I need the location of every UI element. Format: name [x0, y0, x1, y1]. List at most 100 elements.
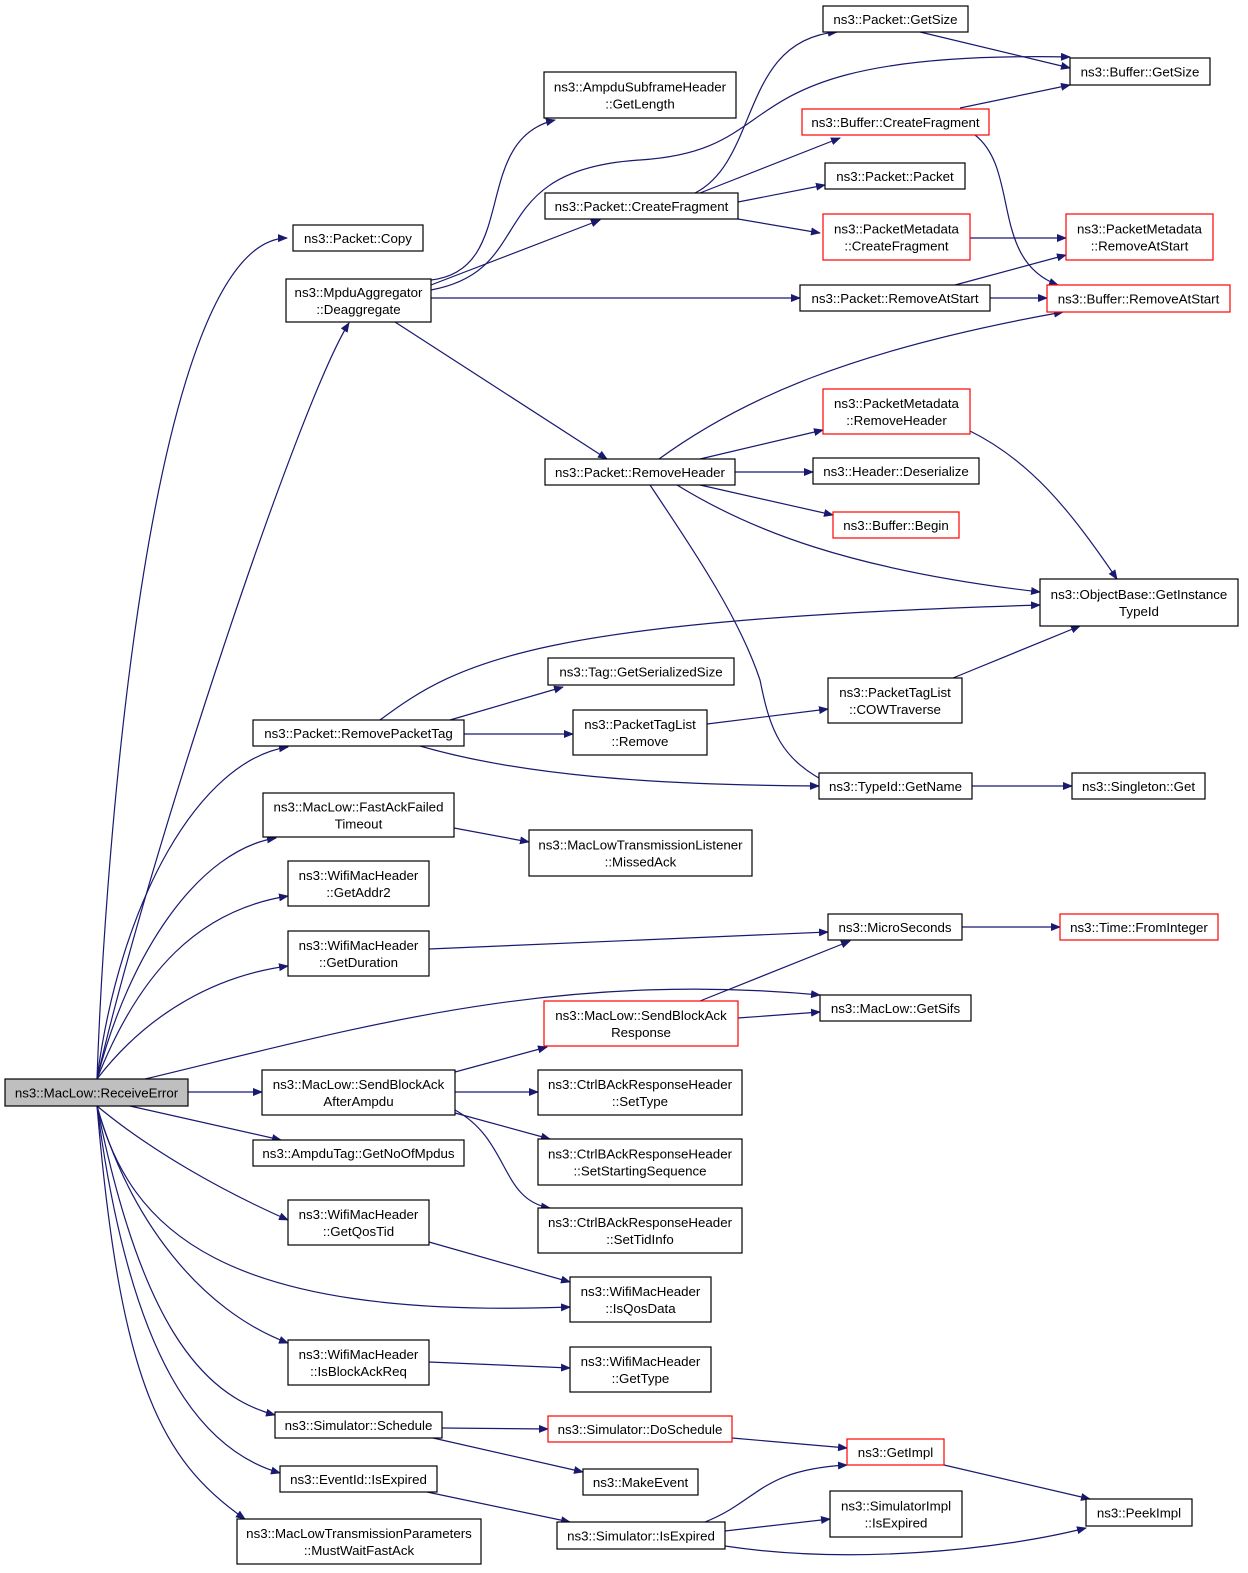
- node-bremoveatstart[interactable]: ns3::Buffer::RemoveAtStart: [1046, 284, 1231, 313]
- node-box[interactable]: [544, 458, 736, 486]
- node-box[interactable]: [528, 829, 753, 877]
- node-box[interactable]: [544, 192, 739, 220]
- node-deagg[interactable]: ns3::MpduAggregator::Deaggregate: [285, 278, 432, 323]
- node-box[interactable]: [827, 677, 963, 724]
- node-box[interactable]: [274, 1411, 443, 1439]
- node-box[interactable]: [818, 772, 973, 800]
- node-box[interactable]: [287, 860, 430, 907]
- node-box[interactable]: [285, 278, 432, 323]
- node-settype[interactable]: ns3::CtrlBAckResponseHeader::SetType: [537, 1069, 743, 1116]
- node-box[interactable]: [252, 719, 465, 747]
- node-box[interactable]: [537, 1069, 743, 1116]
- node-microsec[interactable]: ns3::MicroSeconds: [827, 913, 963, 941]
- node-box[interactable]: [846, 1438, 945, 1466]
- node-box[interactable]: [799, 284, 991, 312]
- node-box[interactable]: [556, 1521, 726, 1550]
- node-box[interactable]: [547, 1415, 733, 1443]
- node-box[interactable]: [292, 224, 424, 252]
- node-getaddr2[interactable]: ns3::WifiMacHeader::GetAddr2: [287, 860, 430, 907]
- node-box[interactable]: [4, 1078, 189, 1107]
- node-box[interactable]: [822, 388, 971, 435]
- node-box[interactable]: [287, 930, 430, 977]
- node-simexp[interactable]: ns3::Simulator::IsExpired: [556, 1521, 726, 1550]
- node-pmcreatefrag[interactable]: ns3::PacketMetadata::CreateFragment: [822, 213, 971, 261]
- node-box[interactable]: [543, 71, 737, 119]
- node-box[interactable]: [822, 213, 971, 261]
- node-box[interactable]: [279, 1465, 438, 1493]
- node-box[interactable]: [832, 511, 960, 539]
- node-peekimpl[interactable]: ns3::PeekImpl: [1085, 1498, 1193, 1527]
- node-bcreatefrag[interactable]: ns3::Buffer::CreateFragment: [801, 108, 990, 136]
- node-evexp[interactable]: ns3::EventId::IsExpired: [279, 1465, 438, 1493]
- node-box[interactable]: [822, 5, 969, 33]
- node-pmremovehdr[interactable]: ns3::PacketMetadata::RemoveHeader: [822, 388, 971, 435]
- node-settid[interactable]: ns3::CtrlBAckResponseHeader::SetTidInfo: [537, 1207, 743, 1254]
- node-box[interactable]: [829, 1490, 963, 1538]
- node-singleton[interactable]: ns3::Singleton::Get: [1071, 772, 1206, 800]
- node-getsifs[interactable]: ns3::MacLow::GetSifs: [819, 994, 972, 1022]
- node-box[interactable]: [1059, 913, 1219, 941]
- node-simimplexp[interactable]: ns3::SimulatorImpl::IsExpired: [829, 1490, 963, 1538]
- node-mustwait[interactable]: ns3::MacLowTransmissionParameters::MustW…: [236, 1518, 482, 1565]
- node-isqos[interactable]: ns3::WifiMacHeader::IsQosData: [569, 1276, 712, 1323]
- node-box[interactable]: [543, 1000, 739, 1047]
- node-box[interactable]: [572, 709, 708, 756]
- node-root[interactable]: ns3::MacLow::ReceiveError: [4, 1078, 189, 1107]
- node-box[interactable]: [537, 1207, 743, 1254]
- node-box[interactable]: [1069, 57, 1211, 86]
- node-createfrag[interactable]: ns3::Packet::CreateFragment: [544, 192, 739, 220]
- node-box[interactable]: [812, 457, 980, 485]
- node-box[interactable]: [827, 913, 963, 941]
- node-ptlremove[interactable]: ns3::PacketTagList::Remove: [572, 709, 708, 756]
- node-removehdr[interactable]: ns3::Packet::RemoveHeader: [544, 458, 736, 486]
- node-box[interactable]: [236, 1518, 482, 1565]
- node-bgetsize[interactable]: ns3::Buffer::GetSize: [1069, 57, 1211, 86]
- node-box[interactable]: [261, 1069, 456, 1116]
- node-ampdutag[interactable]: ns3::AmpduTag::GetNoOfMpdus: [252, 1139, 465, 1167]
- node-ppacket[interactable]: ns3::Packet::Packet: [824, 162, 966, 190]
- node-getqostid[interactable]: ns3::WifiMacHeader::GetQosTid: [287, 1199, 430, 1246]
- node-box[interactable]: [824, 162, 966, 190]
- node-box[interactable]: [537, 1138, 743, 1186]
- node-box[interactable]: [569, 1346, 712, 1393]
- node-ptlcow[interactable]: ns3::PacketTagList::COWTraverse: [827, 677, 963, 724]
- node-box[interactable]: [801, 108, 990, 136]
- node-gettype[interactable]: ns3::WifiMacHeader::GetType: [569, 1346, 712, 1393]
- node-hdrdeser[interactable]: ns3::Header::Deserialize: [812, 457, 980, 485]
- node-box[interactable]: [819, 994, 972, 1022]
- node-dosched[interactable]: ns3::Simulator::DoSchedule: [547, 1415, 733, 1443]
- node-box[interactable]: [287, 1339, 430, 1386]
- node-missedack[interactable]: ns3::MacLowTransmissionListener::MissedA…: [528, 829, 753, 877]
- node-tidname[interactable]: ns3::TypeId::GetName: [818, 772, 973, 800]
- node-taggetser[interactable]: ns3::Tag::GetSerializedSize: [547, 657, 735, 686]
- node-box[interactable]: [1071, 772, 1206, 800]
- node-bbegin[interactable]: ns3::Buffer::Begin: [832, 511, 960, 539]
- node-pmremoveatstart[interactable]: ns3::PacketMetadata::RemoveAtStart: [1065, 213, 1214, 261]
- node-box[interactable]: [287, 1199, 430, 1246]
- node-isbar[interactable]: ns3::WifiMacHeader::IsBlockAckReq: [287, 1339, 430, 1386]
- node-box[interactable]: [547, 657, 735, 686]
- node-setstart[interactable]: ns3::CtrlBAckResponseHeader::SetStarting…: [537, 1138, 743, 1186]
- node-box[interactable]: [1065, 213, 1214, 261]
- node-fromint[interactable]: ns3::Time::FromInteger: [1059, 913, 1219, 941]
- node-simsched[interactable]: ns3::Simulator::Schedule: [274, 1411, 443, 1439]
- node-rpt[interactable]: ns3::Packet::RemovePacketTag: [252, 719, 465, 747]
- node-box[interactable]: [1039, 578, 1239, 627]
- node-box[interactable]: [1046, 284, 1231, 313]
- node-box[interactable]: [252, 1139, 465, 1167]
- node-ampdulen[interactable]: ns3::AmpduSubframeHeader::GetLength: [543, 71, 737, 119]
- node-pcopy[interactable]: ns3::Packet::Copy: [292, 224, 424, 252]
- node-box[interactable]: [582, 1468, 699, 1496]
- node-getimpl[interactable]: ns3::GetImpl: [846, 1438, 945, 1466]
- node-box[interactable]: [569, 1276, 712, 1323]
- node-getdur[interactable]: ns3::WifiMacHeader::GetDuration: [287, 930, 430, 977]
- node-box[interactable]: [1085, 1498, 1193, 1527]
- node-pgetsize[interactable]: ns3::Packet::GetSize: [822, 5, 969, 33]
- node-premoveatstart[interactable]: ns3::Packet::RemoveAtStart: [799, 284, 991, 312]
- node-box[interactable]: [262, 792, 455, 838]
- node-makeevent[interactable]: ns3::MakeEvent: [582, 1468, 699, 1496]
